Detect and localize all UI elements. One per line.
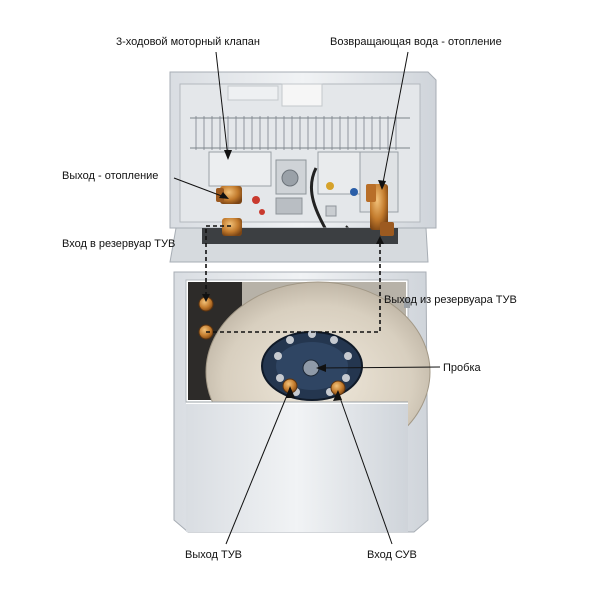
motor-valve-box <box>209 152 271 186</box>
label-motor-valve: 3-ходовой моторный клапан <box>116 36 260 48</box>
lower-unit <box>174 272 430 532</box>
upper-unit <box>170 72 436 262</box>
label-cold-in: Вход СУВ <box>367 549 417 561</box>
label-return-water: Возвращающая вода - отопление <box>330 36 502 48</box>
label-tank-out: Выход из резервуара ТУВ <box>384 294 517 306</box>
label-tank-in: Вход в резервуар ТУВ <box>62 238 175 250</box>
label-plug: Пробка <box>443 362 481 374</box>
label-heating-out: Выход - отопление <box>62 170 158 182</box>
label-dhw-out: Выход ТУВ <box>185 549 242 561</box>
